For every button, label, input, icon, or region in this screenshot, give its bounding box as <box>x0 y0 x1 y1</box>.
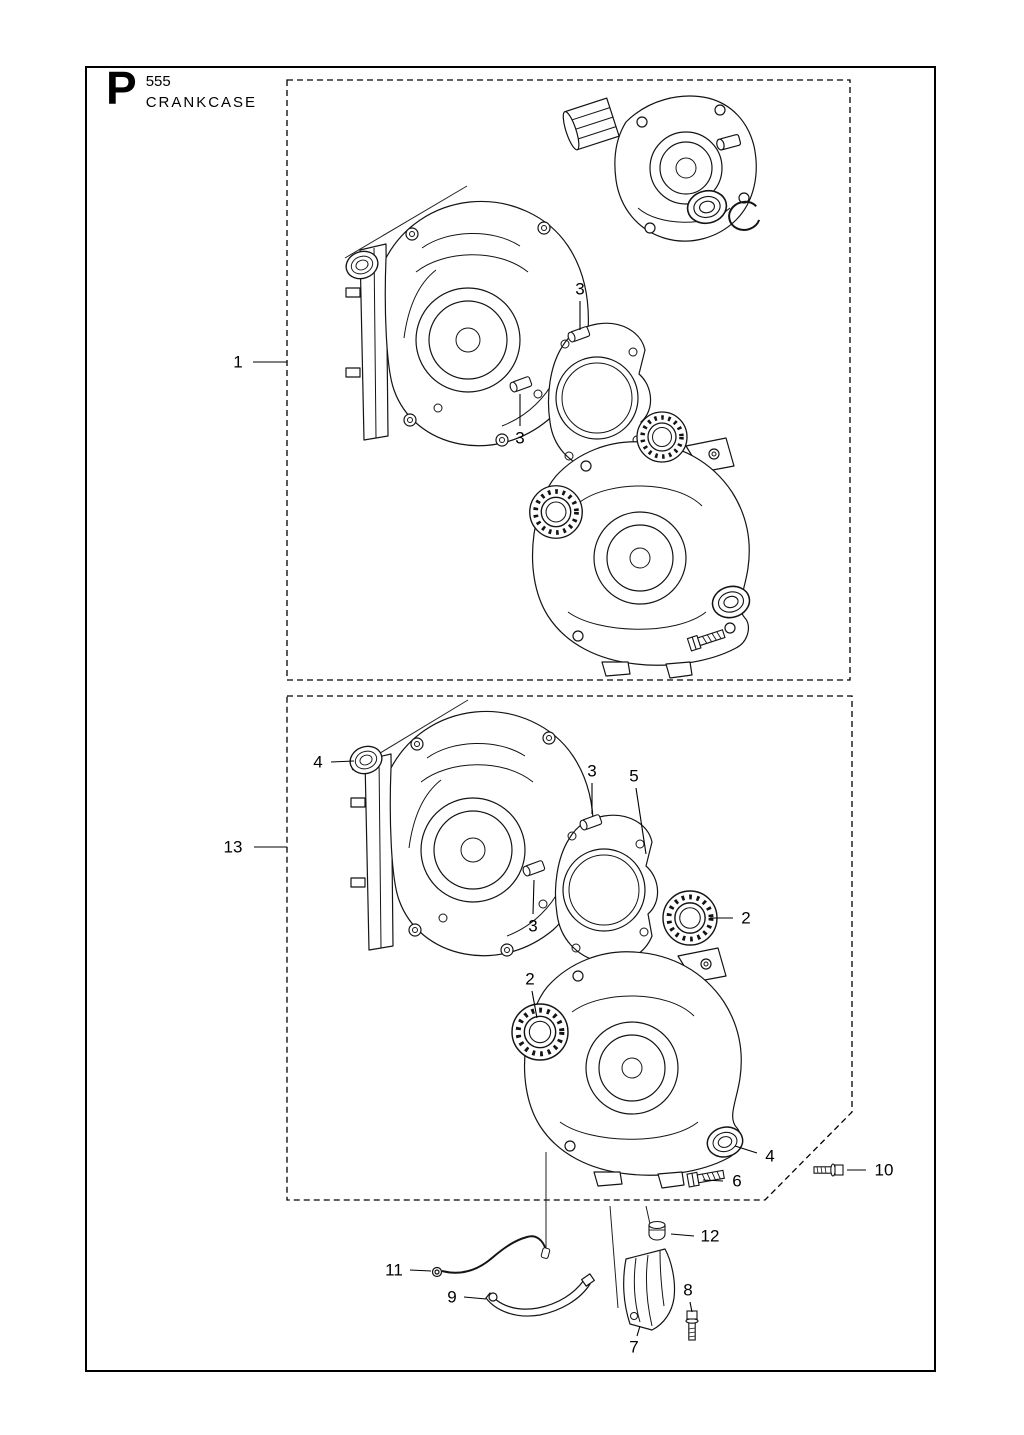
crankcase-gasket <box>554 814 659 964</box>
callout-leader-line <box>689 1301 693 1313</box>
crankcase-housing <box>562 95 757 242</box>
callout-leader-line <box>532 879 535 915</box>
callout-label-8: 8 <box>683 1281 692 1300</box>
callout-leader-line <box>702 1179 724 1182</box>
plug <box>648 1220 666 1241</box>
callout-leader-line <box>409 1269 432 1272</box>
callout-leader-line <box>463 1296 487 1300</box>
upper-assembly <box>286 79 851 681</box>
ball-bearing <box>512 1004 568 1060</box>
flange-screw <box>813 1163 844 1177</box>
ball-bearing <box>530 486 583 539</box>
cylinder-stub <box>562 97 620 151</box>
clamp <box>485 1273 595 1317</box>
page-title: CRANKCASE <box>145 94 258 111</box>
callout-label-3: 3 <box>515 429 524 448</box>
model-number: 555 <box>145 73 171 90</box>
exploded-axis-line <box>344 185 468 259</box>
callout-label-3: 3 <box>528 917 537 936</box>
callout-leader-line <box>636 1325 641 1337</box>
detail-parts <box>431 1152 844 1341</box>
callout-label-2: 2 <box>741 909 750 928</box>
callout-leader-line <box>635 787 647 855</box>
callout-label-7: 7 <box>629 1338 638 1357</box>
callout-label-3: 3 <box>575 280 584 299</box>
lower-assembly <box>286 695 853 1201</box>
callout-leader-line <box>734 1145 758 1154</box>
callout-leader-line <box>330 760 355 763</box>
callout-label-11: 11 <box>385 1261 403 1280</box>
upper-assembly-boundary <box>286 79 851 681</box>
callout-label-4: 4 <box>313 753 322 772</box>
callout-label-2: 2 <box>525 970 534 989</box>
page-border <box>85 66 936 1372</box>
callout-label-9: 9 <box>447 1288 456 1307</box>
part-guide-line <box>609 1205 619 1309</box>
cover-plate <box>623 1248 676 1331</box>
ball-bearing <box>663 891 717 945</box>
callout-leader-line <box>531 990 538 1019</box>
callout-label-4: 4 <box>765 1147 774 1166</box>
crankcase-half-lower <box>523 947 742 1189</box>
header-sub: 555 CRANKCASE <box>146 68 257 111</box>
callout-label-12: 12 <box>701 1227 720 1246</box>
callout-label-5: 5 <box>629 767 638 786</box>
crankcase-half-lower <box>531 437 750 679</box>
callout-label-1: 1 <box>233 353 242 372</box>
callout-label-10: 10 <box>875 1161 894 1180</box>
section-letter: P <box>106 62 137 114</box>
cover-screw <box>685 1310 699 1341</box>
callout-leader-line <box>670 1233 695 1237</box>
page-header: P 555 CRANKCASE <box>106 62 257 114</box>
lower-assembly-boundary <box>286 695 853 1201</box>
part-guide-line <box>645 1205 651 1225</box>
ignition-wire <box>431 1235 551 1278</box>
callout-label-3: 3 <box>587 762 596 781</box>
callout-label-6: 6 <box>732 1172 741 1191</box>
callout-label-13: 13 <box>224 838 243 857</box>
ball-bearing <box>637 412 687 462</box>
